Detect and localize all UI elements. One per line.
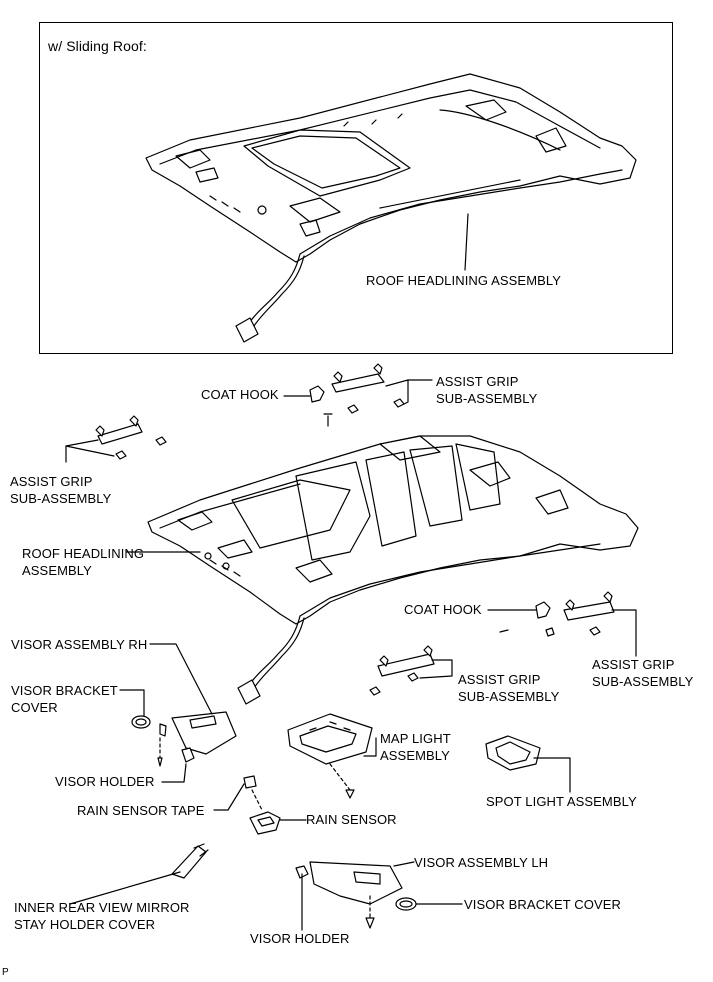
visor-holder-bottom-label: VISOR HOLDER xyxy=(250,931,350,946)
spot-light-assembly xyxy=(485,735,541,771)
inner-mirror-cover-label: INNER REAR VIEW MIRROR STAY HOLDER COVER xyxy=(14,900,190,932)
visor-bracket-cover-left-label: VISOR BRACKET COVER xyxy=(11,683,118,715)
map-light-leader xyxy=(363,737,377,757)
rain-sensor-label: RAIN SENSOR xyxy=(306,812,397,827)
inset-roof-headlining xyxy=(145,73,637,343)
visor-bracket-cover-right-label: VISOR BRACKET COVER xyxy=(464,897,621,912)
rain-sensor-tape xyxy=(243,775,257,789)
assist-grip-right xyxy=(563,591,615,636)
map-light-label: MAP LIGHT ASSEMBLY xyxy=(380,731,451,763)
assist-grip-mid xyxy=(369,645,435,696)
assist-grip-top-leader xyxy=(385,379,409,405)
coat-hook-right-label: COAT HOOK xyxy=(404,602,482,617)
assist-grip-mid-leader xyxy=(419,659,453,679)
visor-holder-left-label: VISOR HOLDER xyxy=(55,774,155,789)
rain-sensor xyxy=(249,811,281,835)
visor-holder-left-leader xyxy=(161,763,187,783)
spot-light-leader xyxy=(533,757,571,793)
spot-light-label: SPOT LIGHT ASSEMBLY xyxy=(486,794,637,809)
map-light-assembly xyxy=(287,713,373,799)
inset-title: w/ Sliding Roof: xyxy=(48,38,147,54)
coat-hook-right xyxy=(499,601,555,637)
inset-roof-headlining-label: ROOF HEADLINING ASSEMBLY xyxy=(366,273,562,288)
assist-grip-left-leader xyxy=(65,439,99,463)
visor-lh-leader xyxy=(393,861,415,867)
coat-hook-top-label: COAT HOOK xyxy=(201,387,279,402)
rain-sensor-tape-leader xyxy=(213,783,245,811)
coat-hook-top xyxy=(309,385,333,427)
assist-grip-top xyxy=(331,363,405,414)
visor-assembly-rh xyxy=(157,711,237,767)
assist-grip-right-label: ASSIST GRIP SUB-ASSEMBLY xyxy=(592,657,694,689)
visor-assembly-lh xyxy=(295,861,403,929)
main-roof-headlining xyxy=(147,435,639,705)
visor-assembly-lh-label: VISOR ASSEMBLY LH xyxy=(414,855,549,870)
inner-mirror-cover-leader xyxy=(69,871,181,905)
visor-bracket-cover-left xyxy=(131,715,151,729)
assist-grip-left-label: ASSIST GRIP SUB-ASSEMBLY xyxy=(10,474,112,506)
inset-roof-leader xyxy=(464,213,469,271)
visor-bracket-cover-right xyxy=(395,897,417,911)
visor-rh-leader xyxy=(149,643,213,715)
sliding-roof-inset-frame xyxy=(39,22,673,354)
assist-grip-left xyxy=(95,415,167,460)
visor-assembly-rh-label: VISOR ASSEMBLY RH xyxy=(11,637,148,652)
rain-sensor-tape-label: RAIN SENSOR TAPE xyxy=(77,803,205,818)
roof-headlining-label: ROOF HEADLINING ASSEMBLY xyxy=(22,546,145,578)
corner-mark: P xyxy=(2,967,9,978)
visor-bracket-cover-left-leader xyxy=(119,689,145,717)
assist-grip-mid-label: ASSIST GRIP SUB-ASSEMBLY xyxy=(458,672,560,704)
inner-mirror-stay-holder-cover xyxy=(171,843,209,879)
assist-grip-top-label: ASSIST GRIP SUB-ASSEMBLY xyxy=(436,374,538,406)
assist-grip-right-leader xyxy=(611,609,637,657)
